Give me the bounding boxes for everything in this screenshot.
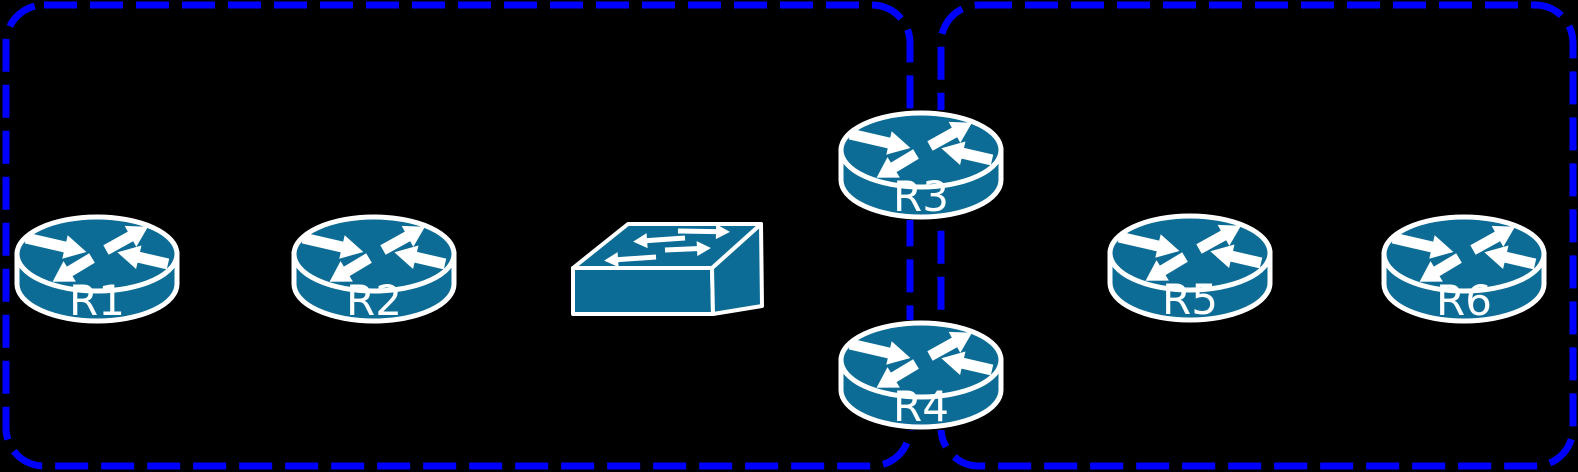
node-r2[interactable]: R2 xyxy=(291,214,457,324)
switch-icon xyxy=(568,220,766,318)
node-r5[interactable]: R5 xyxy=(1107,213,1273,323)
node-r6[interactable]: R6 xyxy=(1381,214,1547,324)
node-switch[interactable] xyxy=(568,220,766,318)
router-icon xyxy=(291,214,457,324)
node-r3[interactable]: R3 xyxy=(838,110,1004,220)
area-left-boundary xyxy=(2,1,914,470)
router-icon xyxy=(1381,214,1547,324)
router-icon xyxy=(14,214,180,324)
area-right-boundary xyxy=(937,1,1577,470)
router-shape xyxy=(294,216,454,321)
router-shape xyxy=(17,216,177,321)
node-r4[interactable]: R4 xyxy=(838,320,1004,430)
router-shape xyxy=(841,322,1001,427)
router-icon xyxy=(838,110,1004,220)
switch-shape xyxy=(573,224,762,314)
router-icon xyxy=(1107,213,1273,323)
router-icon xyxy=(838,320,1004,430)
router-shape xyxy=(1384,216,1544,321)
router-shape xyxy=(841,112,1001,217)
router-shape xyxy=(1110,215,1270,320)
node-r1[interactable]: R1 xyxy=(14,214,180,324)
